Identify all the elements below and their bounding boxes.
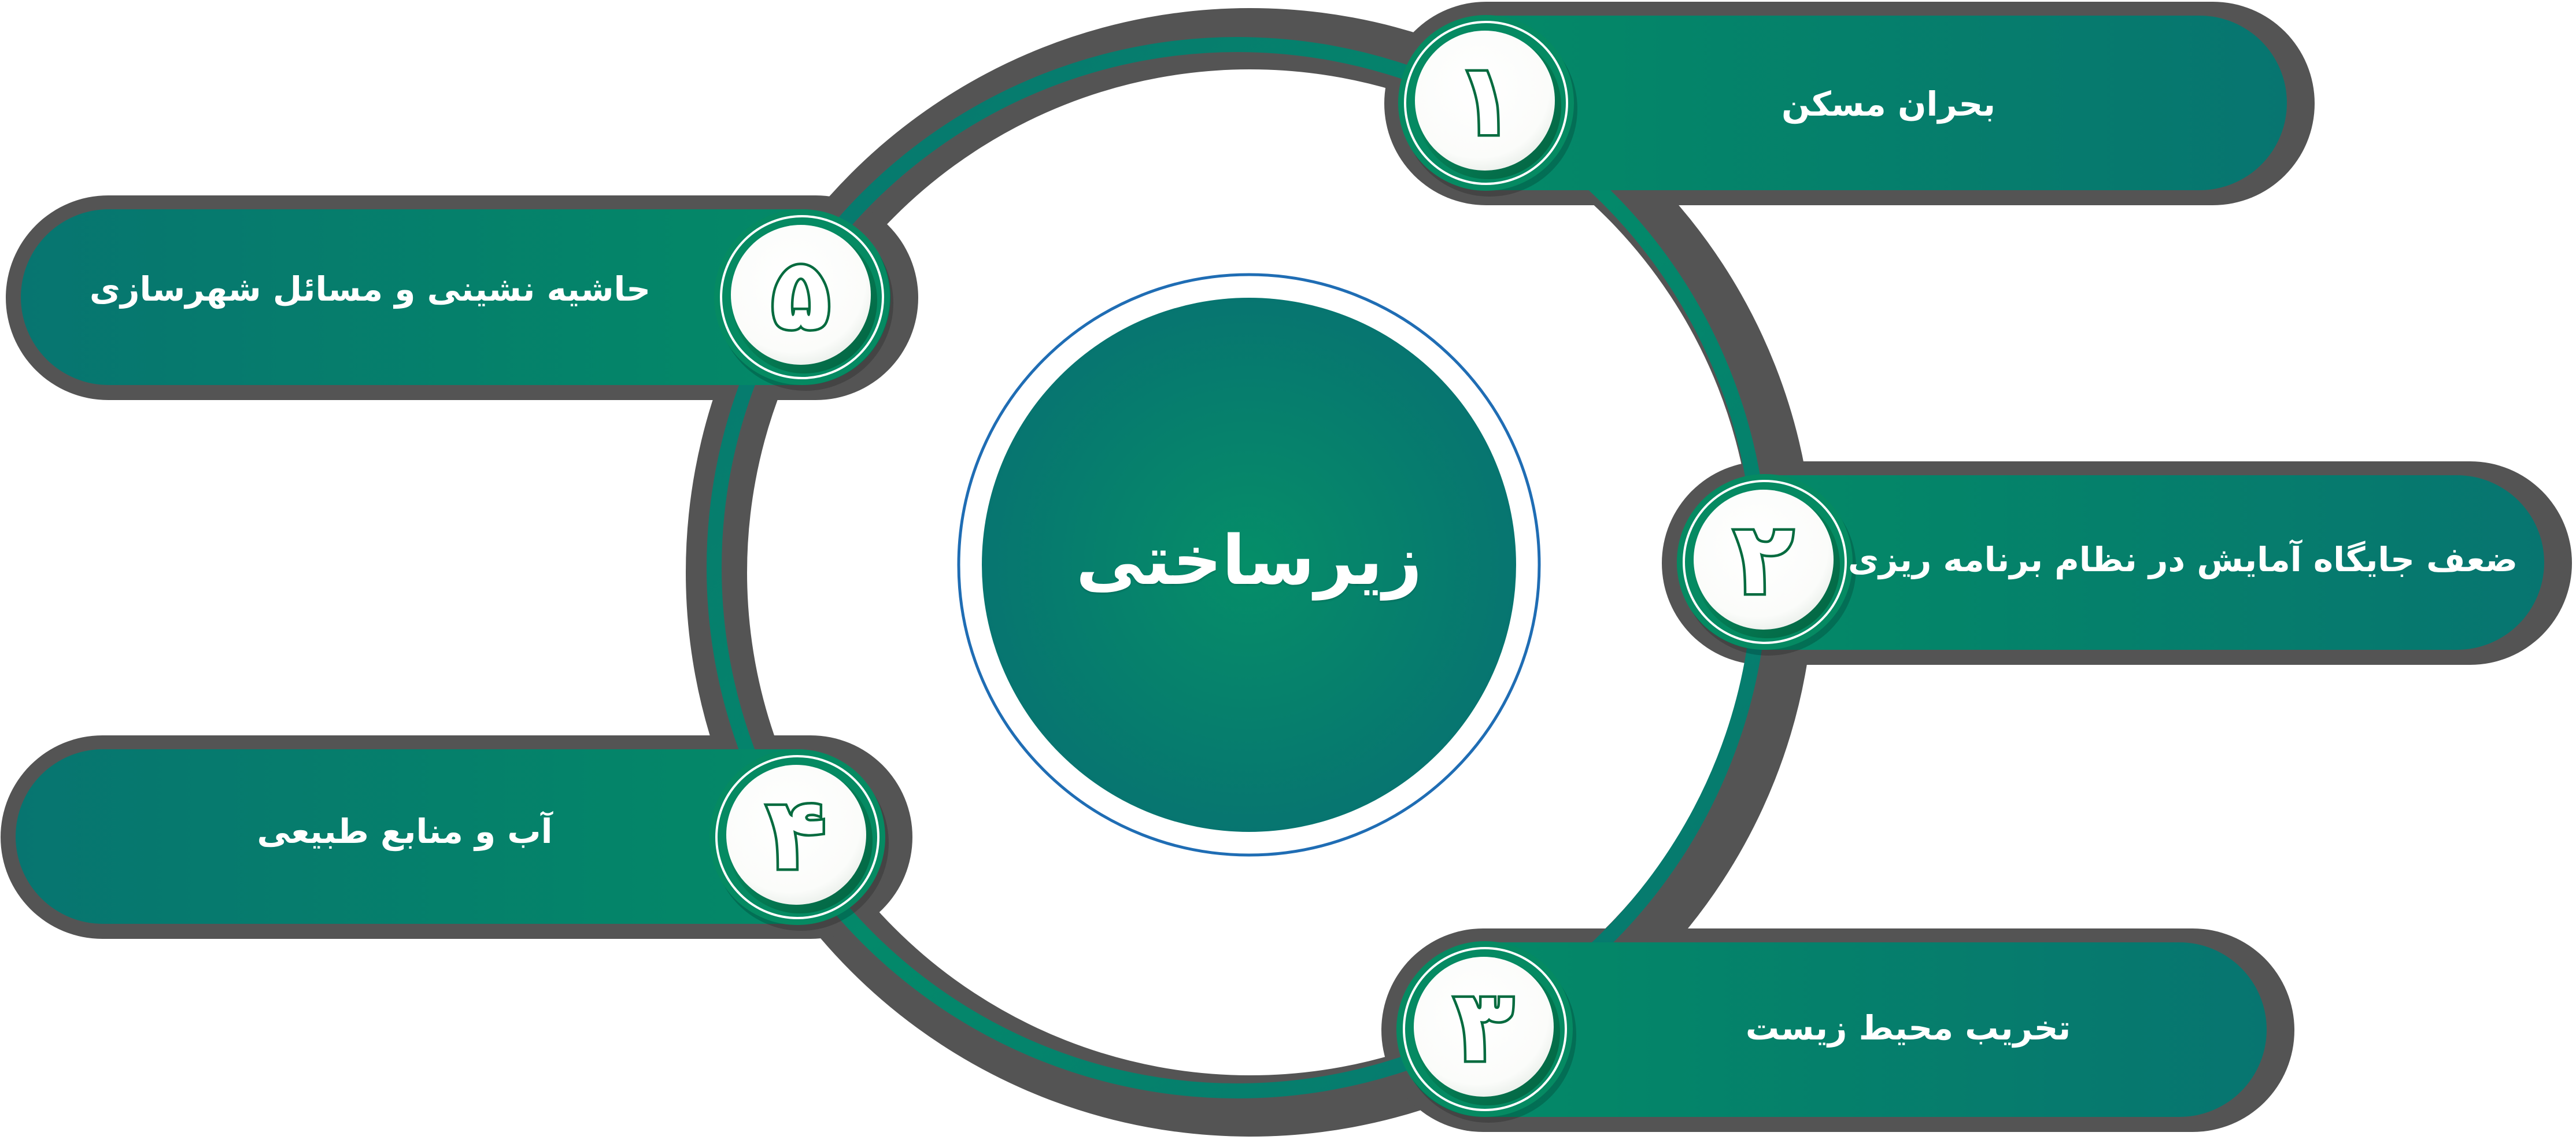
badge-number-1: ۱ — [1453, 43, 1518, 158]
pill-4 — [16, 749, 885, 924]
pill-5 — [21, 209, 890, 385]
pill-1 — [1399, 16, 2287, 190]
badge-white-ring — [715, 755, 879, 919]
badge-white-ring — [1683, 480, 1847, 644]
item-label-5: حاشیه نشینی و مسائل شهرسازی — [89, 269, 651, 309]
badge-inner-disc — [1415, 31, 1555, 171]
badge-number-2: ۲ — [1731, 502, 1797, 617]
item-label-1: بحران مسکن — [1781, 84, 1996, 124]
badge-inner-disc — [1414, 957, 1554, 1097]
item-label-2: ضعف جایگاه آمایش در نظام برنامه ریزی — [1847, 540, 2518, 579]
item-label-3: تخریب محیط زیست — [1745, 1008, 2071, 1048]
badge-inner-disc — [726, 765, 866, 905]
badge-number-5: ۵ — [768, 238, 834, 352]
item-5 — [21, 209, 893, 391]
badge-inner-disc — [731, 225, 871, 365]
item-1 — [1398, 15, 2287, 197]
center-disc — [982, 298, 1516, 832]
badge-inner-disc — [1694, 490, 1834, 630]
item-label-4: آب و منابع طبیعی — [257, 812, 553, 851]
center-title: زیرساختی — [1076, 520, 1422, 600]
badge-white-ring — [1404, 21, 1568, 185]
badge-number-3: ۳ — [1451, 970, 1517, 1084]
item-2 — [1677, 474, 2544, 656]
center-border-ring — [957, 273, 1541, 857]
center-circle — [956, 272, 1542, 857]
badge-white-ring — [1403, 947, 1567, 1111]
item-4 — [16, 749, 889, 931]
badge-number-4: ۴ — [764, 778, 829, 892]
pill-3 — [1396, 942, 2267, 1117]
badge-white-ring — [720, 215, 884, 379]
item-3 — [1396, 941, 2267, 1123]
pills-layer — [16, 15, 2544, 1123]
pill-2 — [1677, 475, 2544, 650]
